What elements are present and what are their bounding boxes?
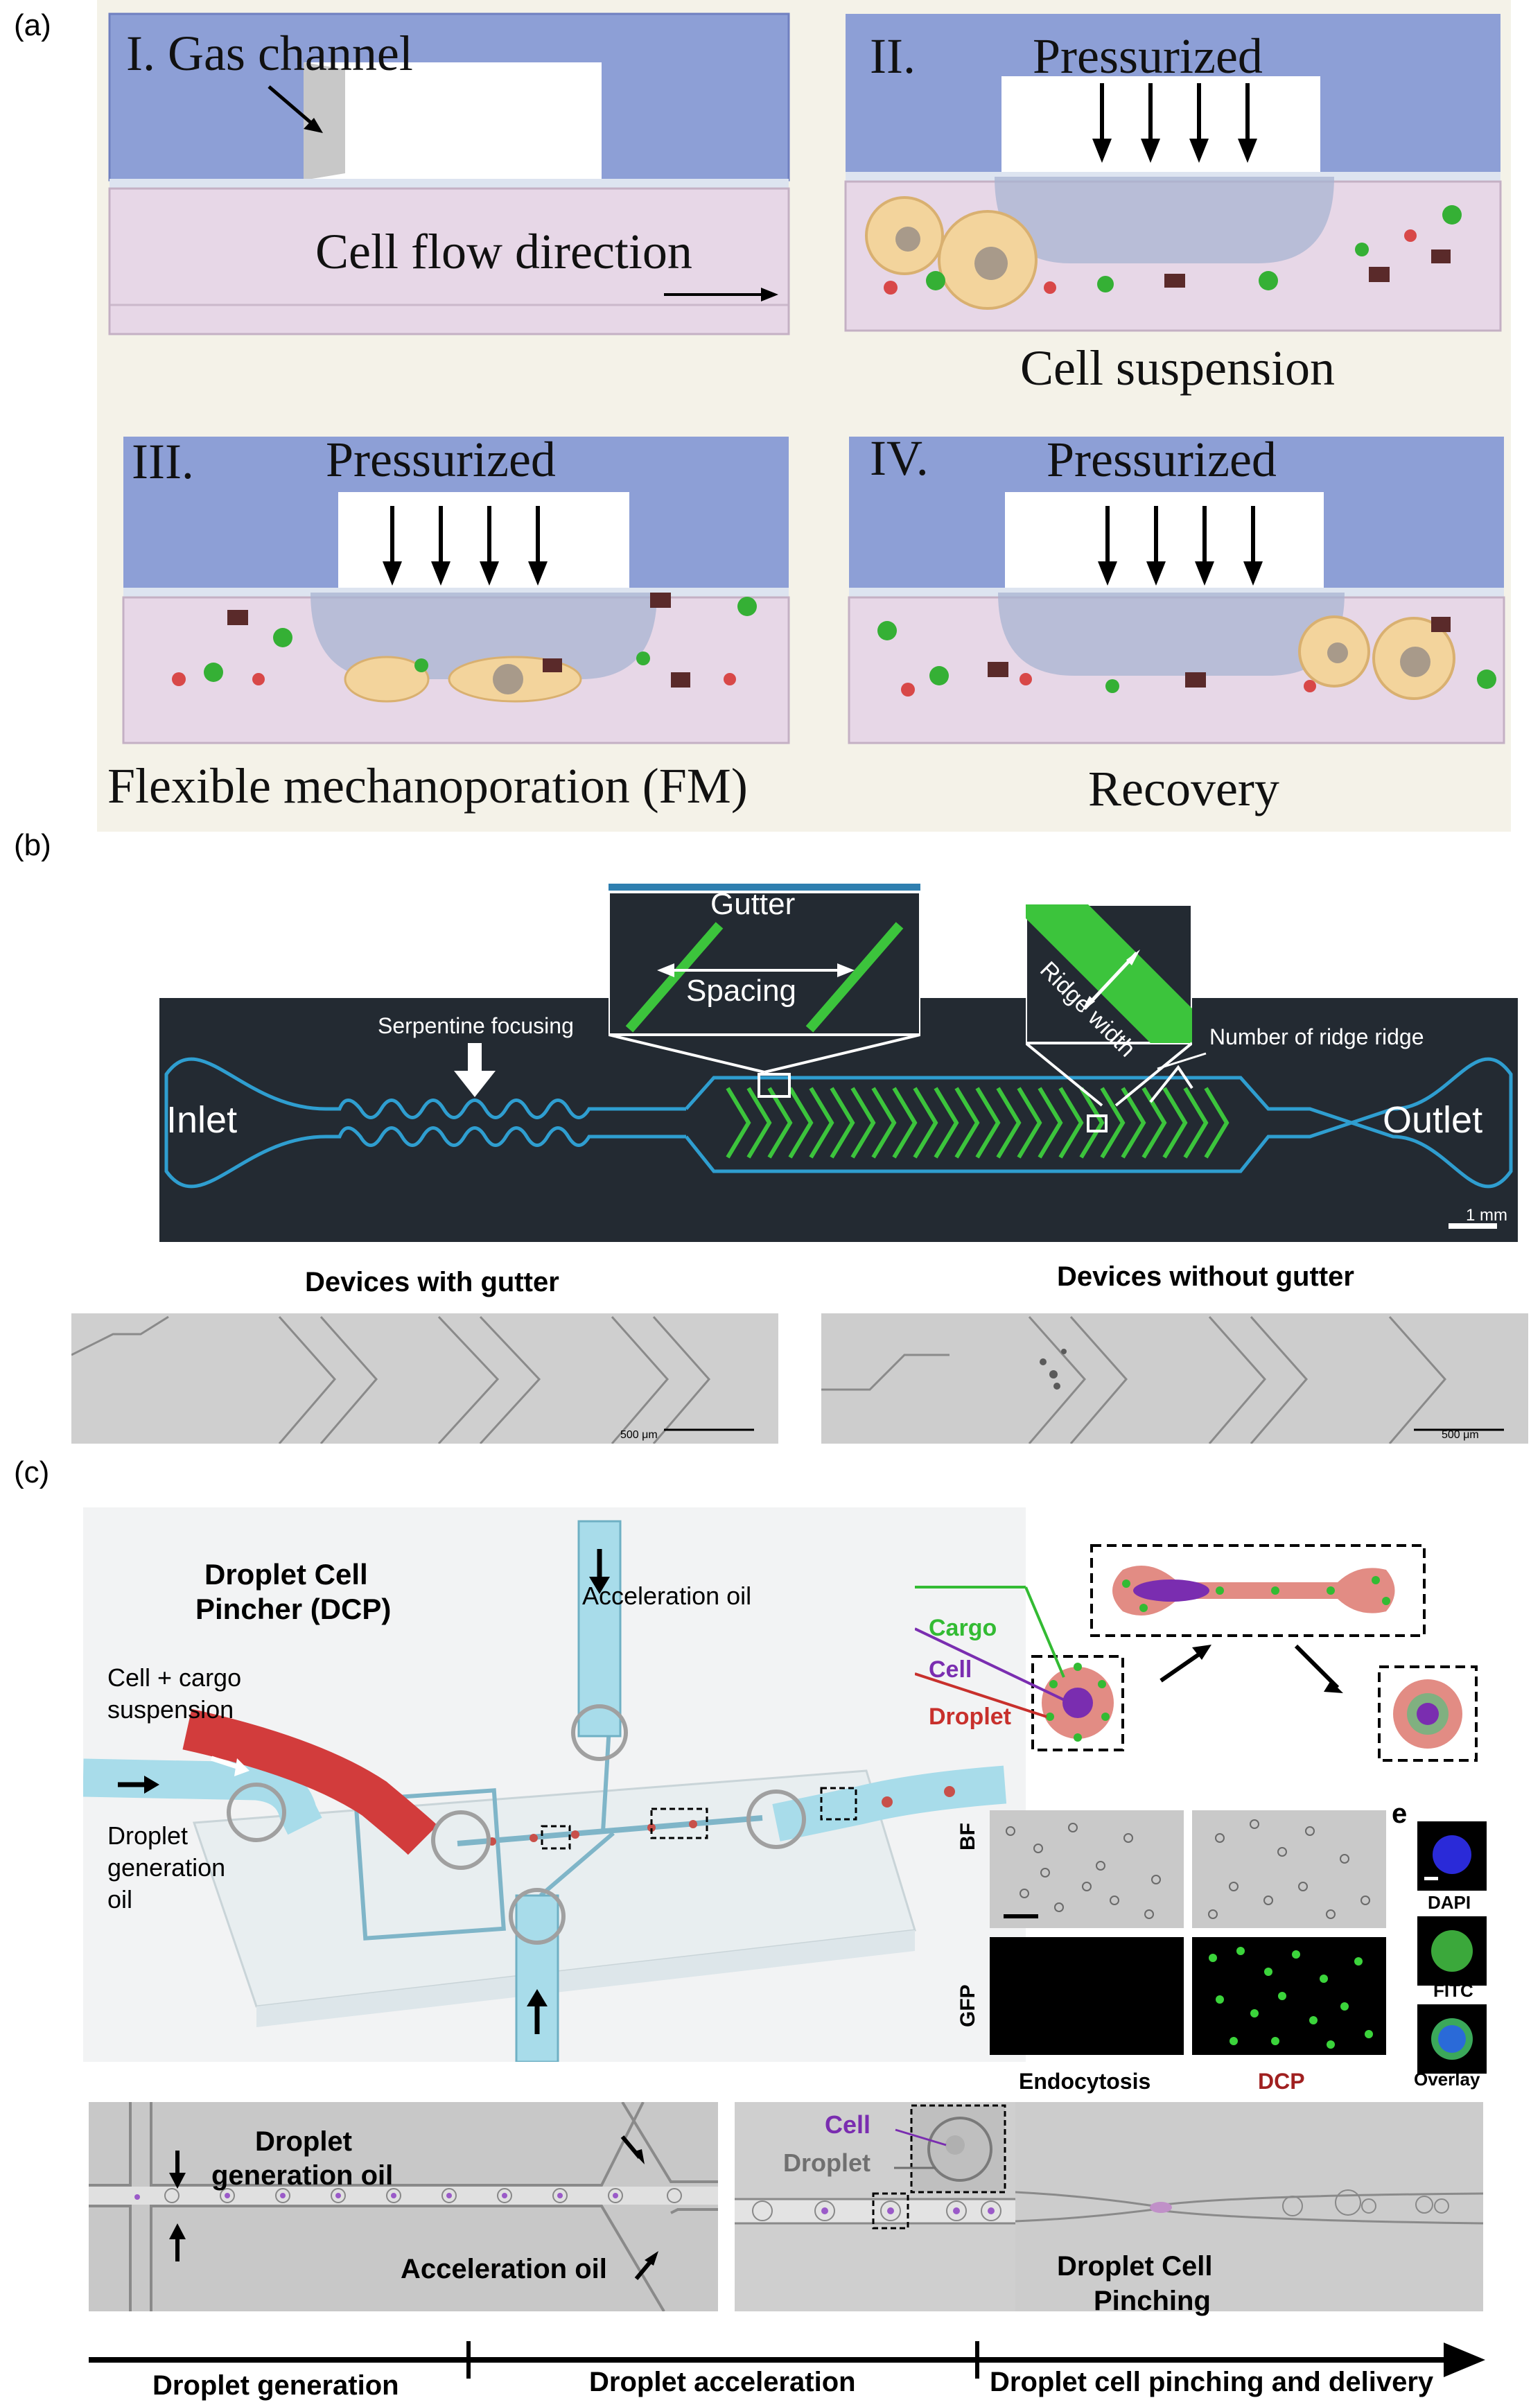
panel-a-label: (a)	[14, 8, 51, 42]
stage-3-pressurized: Pressurized	[326, 432, 556, 487]
ridge-width-callout	[1026, 904, 1192, 1112]
dapi-label: DAPI	[1428, 1892, 1471, 1913]
panel-b-label: (b)	[14, 828, 51, 862]
without-gutter-title: Devices without gutter	[1057, 1261, 1354, 1292]
stage-3-diagram	[103, 430, 796, 762]
dcp-title-2: Pincher (DCP)	[195, 1593, 392, 1625]
stage-acceleration-label: Droplet acceleration	[589, 2367, 856, 2397]
gfp-endocytosis-image	[990, 1937, 1184, 2055]
stage-pinching-label: Droplet cell pinching and delivery	[990, 2367, 1434, 2397]
micro-accel-oil-label: Acceleration oil	[401, 2254, 607, 2284]
stage-2-diagram	[842, 7, 1507, 353]
spacing-label: Spacing	[686, 974, 797, 1008]
serpentine-arrow-icon	[454, 1043, 496, 1099]
overlay-image	[1417, 2004, 1487, 2074]
gfp-dcp-image	[1192, 1937, 1386, 2055]
without-gutter-micrograph	[821, 1313, 1528, 1444]
legend-droplet: Droplet	[929, 1704, 1011, 1730]
micro-pinch-label-2: Pinching	[1094, 2286, 1211, 2316]
micro-cell-label: Cell	[825, 2110, 871, 2139]
stage-1-title: I. Gas channel	[126, 26, 413, 81]
number-of-ridge-label: Number of ridge ridge	[1209, 1024, 1424, 1049]
micro-droplet-label: Droplet	[783, 2148, 870, 2177]
droplet-gen-label-2: generation	[107, 1853, 226, 1882]
panel-c-label: (c)	[14, 1455, 50, 1489]
bf-dcp-image	[1192, 1810, 1386, 1928]
stage-1-diagram	[103, 7, 796, 353]
microfluidic-device	[159, 998, 1518, 1242]
cell-cargo-label-2: suspension	[107, 1695, 234, 1724]
endocytosis-label: Endocytosis	[1019, 2069, 1151, 2094]
dcp-label: DCP	[1258, 2069, 1305, 2094]
gfp-label: GFP	[956, 1984, 979, 2027]
stage-4-pressurized: Pressurized	[1047, 432, 1277, 487]
stage-3-title: III.	[132, 434, 194, 489]
droplet-acceleration-micrograph	[735, 2102, 1015, 2311]
micro-gen-oil-label-1: Droplet	[255, 2126, 352, 2157]
legend-cargo: Cargo	[929, 1615, 997, 1641]
with-gutter-micrograph	[71, 1313, 778, 1444]
stage-4-pressure-arrows	[1094, 506, 1288, 589]
dcp-title-1: Droplet Cell	[204, 1558, 368, 1591]
panel-e-label: e	[1392, 1798, 1408, 1829]
droplet-gen-label-1: Droplet	[107, 1821, 189, 1850]
outlet-label: Outlet	[1383, 1099, 1483, 1141]
stage-generation-label: Droplet generation	[152, 2370, 399, 2401]
stage-4-diagram	[846, 430, 1511, 762]
stage-4-title: IV.	[870, 430, 929, 486]
gutter-label: Gutter	[710, 887, 796, 921]
bf-label: BF	[956, 1823, 979, 1850]
flexible-mechanoporation-label: Flexible mechanoporation (FM)	[107, 758, 748, 814]
droplet-gen-label-3: oil	[107, 1885, 133, 1914]
cell-suspension-label: Cell suspension	[1020, 340, 1336, 396]
cell-cargo-label-1: Cell + cargo	[107, 1663, 242, 1692]
stage-2-title: II.	[870, 28, 916, 84]
pointer-arrow	[268, 85, 319, 130]
stage-2-pressurized: Pressurized	[1033, 28, 1263, 84]
legend-cell: Cell	[929, 1656, 972, 1683]
dapi-image	[1417, 1821, 1487, 1891]
acceleration-oil-label: Acceleration oil	[582, 1582, 752, 1610]
droplet-generation-micrograph	[89, 2102, 718, 2311]
cell-flow-direction-label: Cell flow direction	[315, 224, 692, 279]
fitc-label: FITC	[1433, 1980, 1473, 2001]
inlet-label: Inlet	[166, 1099, 238, 1141]
stage-2-pressure-arrows	[1088, 83, 1282, 166]
bf-endocytosis-image	[990, 1810, 1184, 1928]
herringbone-ridges	[726, 1087, 1230, 1159]
overlay-label: Overlay	[1414, 2069, 1480, 2090]
serpentine-focusing-label: Serpentine focusing	[378, 1013, 574, 1038]
micro-gen-oil-label-2: generation oil	[211, 2160, 394, 2191]
with-gutter-title: Devices with gutter	[305, 1267, 559, 1297]
without-gutter-scale-label: 500 μm	[1442, 1429, 1479, 1441]
fitc-image	[1417, 1916, 1487, 1986]
stage-3-pressure-arrows	[378, 506, 572, 589]
dcp-chip-render	[83, 1507, 1026, 2062]
gutter-zoom-callout	[609, 884, 920, 1074]
with-gutter-scale-label: 500 μm	[620, 1429, 658, 1441]
process-timeline	[89, 2336, 1489, 2384]
micro-pinch-label-1: Droplet Cell	[1057, 2251, 1213, 2282]
recovery-label: Recovery	[1088, 761, 1279, 816]
droplet-pinching-micrograph	[1015, 2102, 1483, 2311]
droplet-pinching-schematic	[915, 1535, 1525, 1771]
scale-1mm-label: 1 mm	[1466, 1206, 1507, 1225]
